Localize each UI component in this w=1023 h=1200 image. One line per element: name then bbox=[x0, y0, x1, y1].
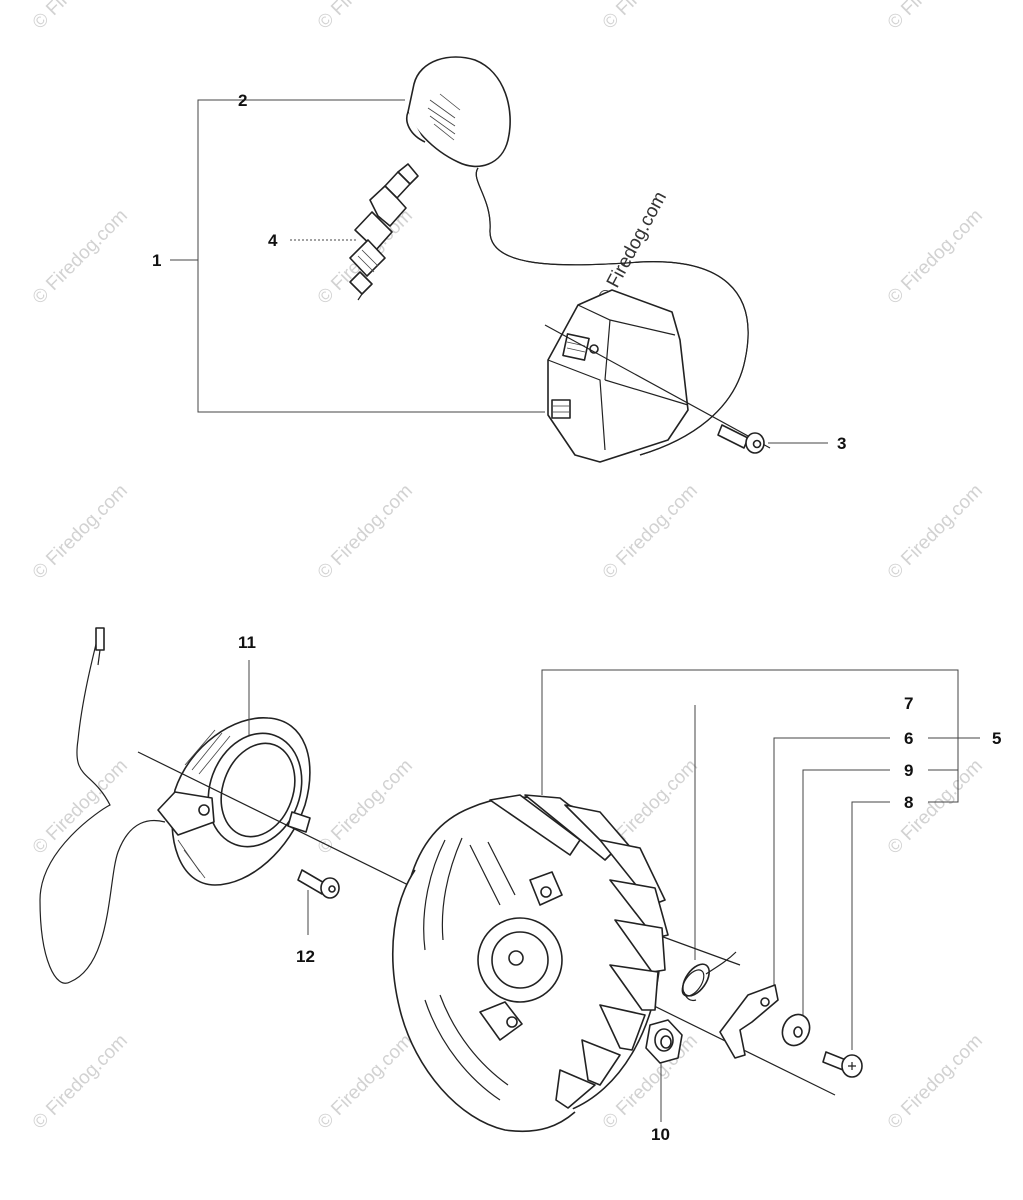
callout-11: 11 bbox=[238, 633, 256, 652]
axis-module bbox=[544, 324, 771, 449]
watermark: © Firedog.com bbox=[599, 480, 702, 583]
watermark: © Firedog.com bbox=[29, 480, 132, 583]
callout-12: 12 bbox=[296, 947, 315, 966]
stator-wire bbox=[39, 627, 166, 984]
watermark: © Firedog.com bbox=[884, 755, 987, 858]
watermark: © Firedog.com bbox=[314, 1030, 417, 1133]
watermark: © Firedog.com bbox=[29, 0, 132, 34]
watermark: © Firedog.com bbox=[599, 0, 702, 34]
watermark: © Firedog.com bbox=[314, 480, 417, 583]
callout-2: 2 bbox=[238, 91, 247, 110]
watermark: © Firedog.com bbox=[884, 1030, 987, 1133]
screw-item-3 bbox=[717, 424, 765, 454]
callout-8: 8 bbox=[904, 793, 913, 812]
leader-9 bbox=[802, 769, 890, 1015]
watermark: © Firedog.com bbox=[884, 0, 987, 34]
pawl-item-6 bbox=[719, 984, 779, 1059]
ht-lead-inner bbox=[475, 167, 749, 456]
callout-3: 3 bbox=[837, 434, 846, 453]
bracket-item-5 bbox=[541, 669, 959, 803]
screw-item-8 bbox=[822, 1051, 863, 1078]
watermark: © Firedog.com bbox=[884, 480, 987, 583]
callout-7: 7 bbox=[904, 694, 913, 713]
watermark: © Firedog.com bbox=[29, 205, 132, 308]
nut-item-10 bbox=[645, 1019, 683, 1064]
callout-10: 10 bbox=[651, 1125, 670, 1144]
watermark-prominent: © Firedog.com bbox=[594, 188, 671, 308]
callout-5: 5 bbox=[992, 729, 1001, 748]
callout-1: 1 bbox=[152, 251, 161, 270]
stator-coil bbox=[157, 717, 311, 886]
flywheel-assembly bbox=[39, 627, 980, 1133]
ignition-module bbox=[547, 289, 689, 463]
watermark: © Firedog.com bbox=[884, 205, 987, 308]
screw-item-12 bbox=[297, 869, 340, 899]
spark-plug-boot bbox=[406, 56, 511, 168]
callout-9: 9 bbox=[904, 761, 913, 780]
ignition-assembly bbox=[170, 56, 828, 463]
watermark: © Firedog.com bbox=[29, 1030, 132, 1133]
leader-6 bbox=[773, 737, 890, 985]
callout-4: 4 bbox=[268, 231, 278, 250]
watermark: © Firedog.com bbox=[29, 755, 132, 858]
flywheel bbox=[392, 794, 669, 1133]
callout-labels: 1 2 3 4 5 6 7 8 9 10 11 12 bbox=[152, 91, 1001, 1144]
watermark: © Firedog.com bbox=[314, 0, 417, 34]
leader-8 bbox=[851, 801, 890, 1050]
watermark: © Firedog.com bbox=[314, 755, 417, 858]
washer-item-9 bbox=[781, 1013, 811, 1047]
spark-plug bbox=[349, 163, 419, 301]
callout-6: 6 bbox=[904, 729, 913, 748]
spring-clip-item-7 bbox=[681, 951, 737, 1002]
